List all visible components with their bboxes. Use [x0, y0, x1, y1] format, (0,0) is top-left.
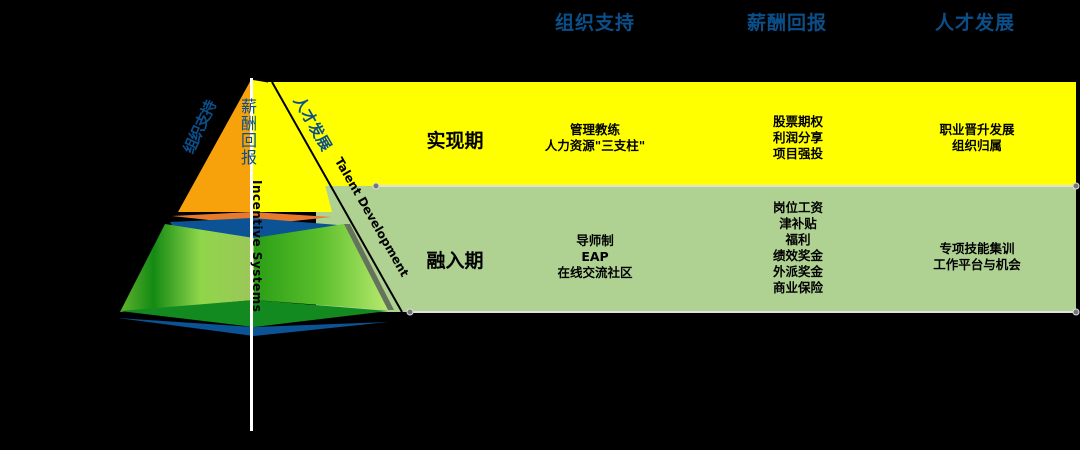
cell-realization-talent: 职业晋升发展 组织归属 [897, 122, 1057, 154]
cell-item: 津补贴 [779, 216, 817, 231]
cell-item: 岗位工资 [772, 200, 823, 215]
cell-item: 职业晋升发展 [939, 122, 1015, 137]
cell-realization-org-support: 管理教练 人力资源"三支柱" [515, 122, 675, 154]
cell-item: 组织归属 [951, 138, 1002, 153]
column-header-org-support: 组织支持 [554, 12, 635, 34]
cell-integration-talent: 专项技能集训 工作平台与机会 [897, 241, 1057, 273]
cell-item: 福利 [785, 232, 811, 247]
cell-item: 项目强投 [772, 146, 823, 161]
cell-item: 商业保险 [772, 280, 823, 295]
phase-label-integration: 融入期 [426, 250, 484, 272]
cell-item: 在线交流社区 [557, 265, 633, 280]
cell-item: 外派奖金 [772, 264, 823, 279]
cell-integration-org-support: 导师制 EAP 在线交流社区 [515, 233, 675, 281]
cell-realization-compensation: 股票期权 利润分享 项目强投 [718, 114, 878, 162]
cell-item: 利润分享 [772, 130, 823, 145]
pyramid-label-compensation-text: 薪酬回报 [240, 97, 257, 167]
cell-item: 股票期权 [772, 114, 823, 129]
pyramid-label-compensation: 薪酬回报 [240, 98, 258, 166]
column-header-talent-development: 人才发展 [934, 12, 1015, 34]
cell-item: 导师制 [576, 233, 614, 248]
row-band-integration [316, 186, 1076, 312]
cell-item: 人力资源"三支柱" [544, 138, 646, 153]
cell-item: 绩效奖金 [772, 248, 823, 263]
cell-item: 工作平台与机会 [933, 257, 1021, 272]
cell-item: EAP [581, 249, 609, 264]
cell-item: 管理教练 [569, 122, 620, 137]
cell-item: 专项技能集训 [939, 241, 1015, 256]
column-header-compensation: 薪酬回报 [746, 12, 827, 34]
row-band-realization [268, 82, 1076, 186]
phase-label-realization: 实现期 [426, 130, 484, 152]
cell-integration-compensation: 岗位工资 津补贴 福利 绩效奖金 外派奖金 商业保险 [718, 200, 878, 296]
pyramid-axis-label-incentive-systems: Incentive Systems [250, 180, 264, 313]
